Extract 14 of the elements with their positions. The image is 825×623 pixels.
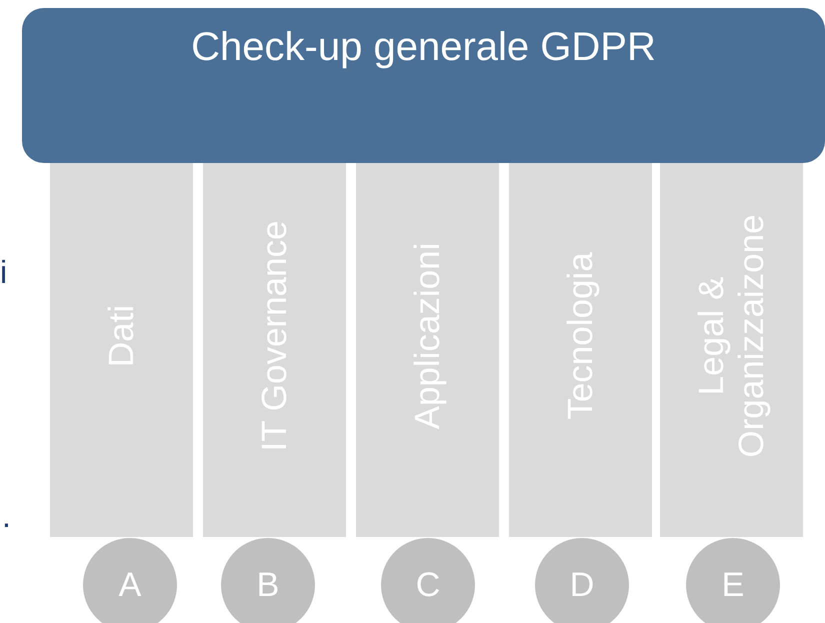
- header-title: Check-up generale GDPR: [190, 24, 657, 71]
- category-column: [203, 163, 346, 537]
- header-band: [22, 8, 825, 163]
- category-column: [509, 163, 652, 537]
- text-fragment: i: [0, 254, 8, 290]
- category-column: [660, 163, 803, 537]
- circle-letter: E: [720, 566, 746, 604]
- circle-letter: B: [256, 566, 280, 604]
- circle-letter: D: [568, 566, 596, 604]
- category-column: [356, 163, 499, 537]
- category-column: [50, 163, 193, 537]
- text-fragment: .: [2, 498, 11, 534]
- circle-letter: C: [414, 566, 442, 604]
- circle-letter: A: [118, 566, 142, 604]
